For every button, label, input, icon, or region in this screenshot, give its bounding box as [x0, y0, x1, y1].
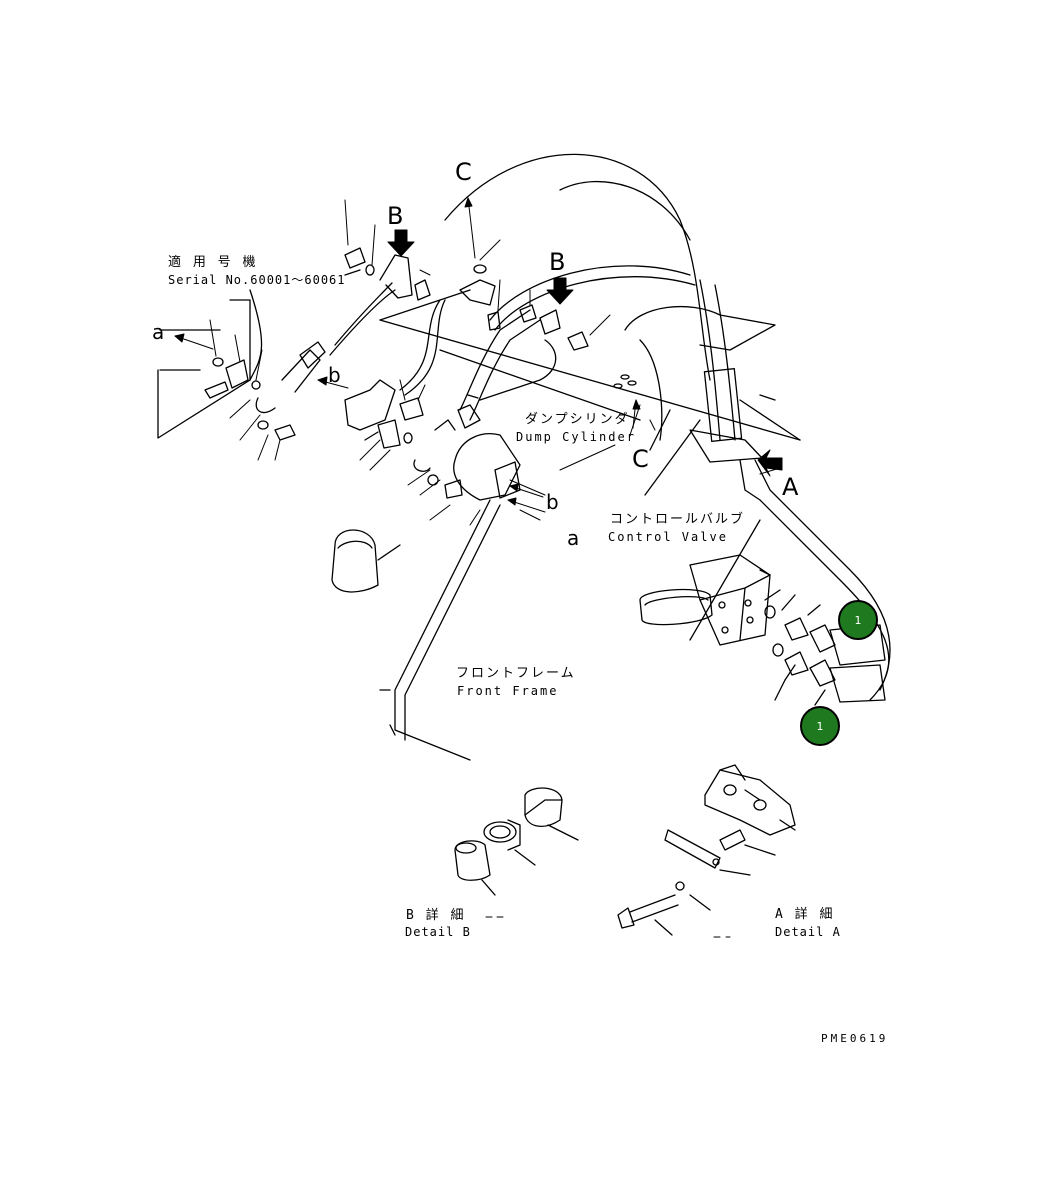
detail-a-parts [617, 764, 796, 936]
front-frame [379, 499, 501, 761]
control-valve [639, 519, 886, 706]
control-valve-label-jp: コントロールバルブ [610, 512, 746, 527]
detail-b-label-en: Detail B [405, 925, 471, 939]
callout-C-mid: C [632, 445, 649, 473]
detail-a-label-jp: A 詳 細 [775, 907, 835, 922]
dump-cylinder-label-jp: ダンプシリンダ [525, 412, 630, 427]
leader-lines [209, 199, 656, 526]
dump-cylinder-body [379, 153, 801, 496]
applicable-serial: Serial No.60001～60061 [168, 273, 346, 287]
hoses-upper [329, 265, 891, 701]
callout-b-left: b [328, 363, 341, 387]
front-frame-label-jp: フロントフレーム [456, 666, 576, 681]
control-valve-label-en: Control Valve [608, 530, 728, 544]
left-fittings [157, 247, 589, 501]
callout-badge-upper[interactable]: 1 [838, 600, 878, 640]
detail-a-label-en: Detail A [775, 925, 841, 939]
callout-b-right: b [546, 490, 559, 514]
callout-arrows [174, 197, 783, 513]
callout-B-left: B [387, 202, 404, 230]
pin-part [331, 529, 401, 593]
callout-a-right: a [567, 526, 580, 550]
callout-C-top: C [455, 158, 472, 186]
callout-badge-lower[interactable]: 1 [800, 706, 840, 746]
callout-B-right: B [549, 248, 566, 276]
drawing-code: PME0619 [821, 1032, 889, 1045]
dump-cylinder-label-en: Dump Cylinder [516, 430, 636, 444]
detail-b-label-jp: B 詳 細 [406, 908, 466, 923]
callout-A: A [782, 473, 799, 501]
front-frame-label-en: Front Frame [457, 684, 559, 698]
applicable-title-jp: 適 用 号 機 [168, 255, 258, 270]
detail-b-parts [454, 787, 579, 896]
callout-a-left: a [152, 320, 165, 344]
dash-marks [485, 916, 731, 938]
